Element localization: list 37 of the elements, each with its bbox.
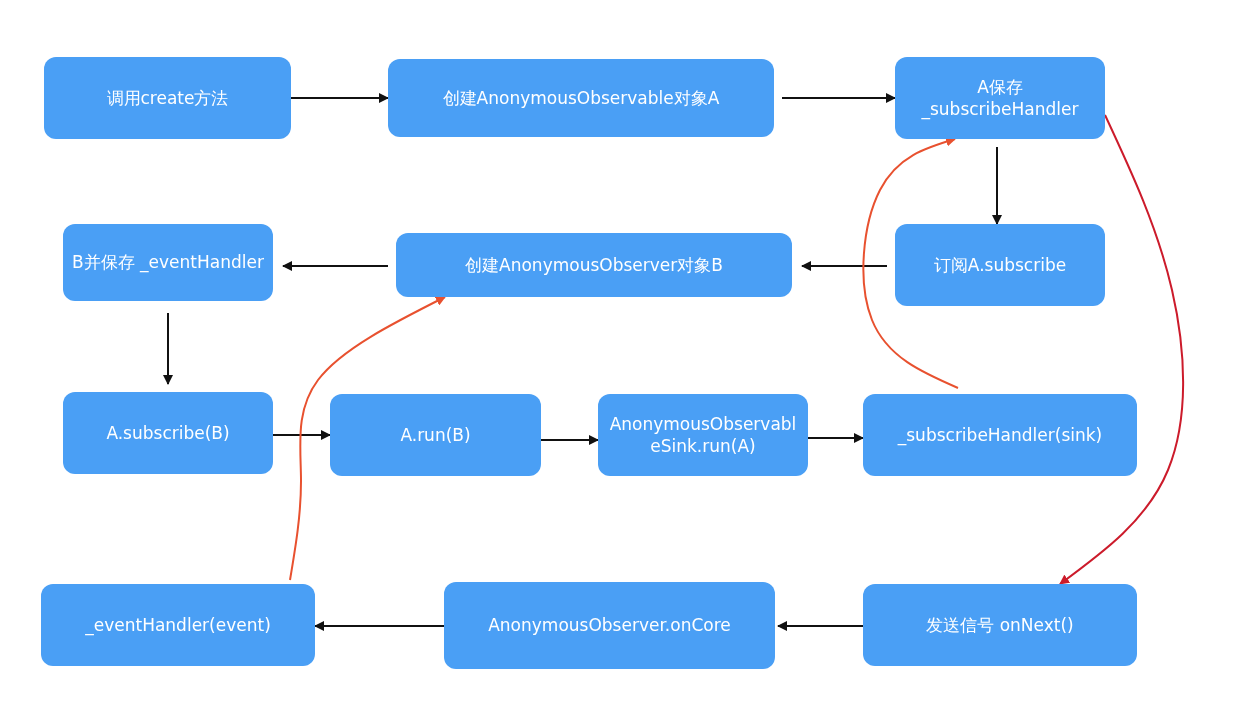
node-label: _subscribeHandler(sink) [897, 423, 1103, 447]
arrow [992, 146, 1002, 225]
process-box [330, 394, 541, 476]
node-label: A保存 _subscribeHandler [920, 75, 1080, 121]
node-label: AnonymousObserver.onCore [488, 614, 731, 637]
process-box [63, 224, 273, 301]
arrow [781, 93, 896, 103]
arrow [314, 621, 445, 631]
node-label: A.subscribe(B) [106, 421, 230, 445]
node-label: 调用create方法 [106, 86, 229, 110]
process-box [863, 584, 1137, 666]
process-box [396, 233, 792, 297]
arrow [1059, 114, 1185, 585]
arrow [163, 312, 173, 385]
process-box [41, 584, 315, 666]
node-label: 创建AnonymousObservable对象A [442, 86, 720, 110]
process-box [895, 224, 1105, 306]
node-label: _eventHandler(event) [85, 613, 271, 637]
node-label: 订阅A.subscribe [933, 253, 1067, 277]
node-label: B并保存 _eventHandler [72, 251, 264, 274]
process-box [44, 57, 291, 139]
arrow [777, 621, 864, 631]
process-box [895, 57, 1105, 139]
arrow [862, 136, 959, 389]
arrow [801, 261, 888, 271]
arrow [282, 261, 389, 271]
process-box [444, 582, 775, 669]
node-label: 创建AnonymousObserver对象B [465, 253, 723, 277]
node-label: AnonymousObservableSink.run(A) [608, 412, 798, 458]
process-box [598, 394, 808, 476]
process-box [863, 394, 1137, 476]
process-box [388, 59, 774, 137]
process-box [63, 392, 273, 474]
node-label: 发送信号 onNext() [926, 613, 1074, 637]
node-label: A.run(B) [400, 423, 471, 447]
arrow [272, 430, 331, 440]
arrow [289, 296, 446, 581]
